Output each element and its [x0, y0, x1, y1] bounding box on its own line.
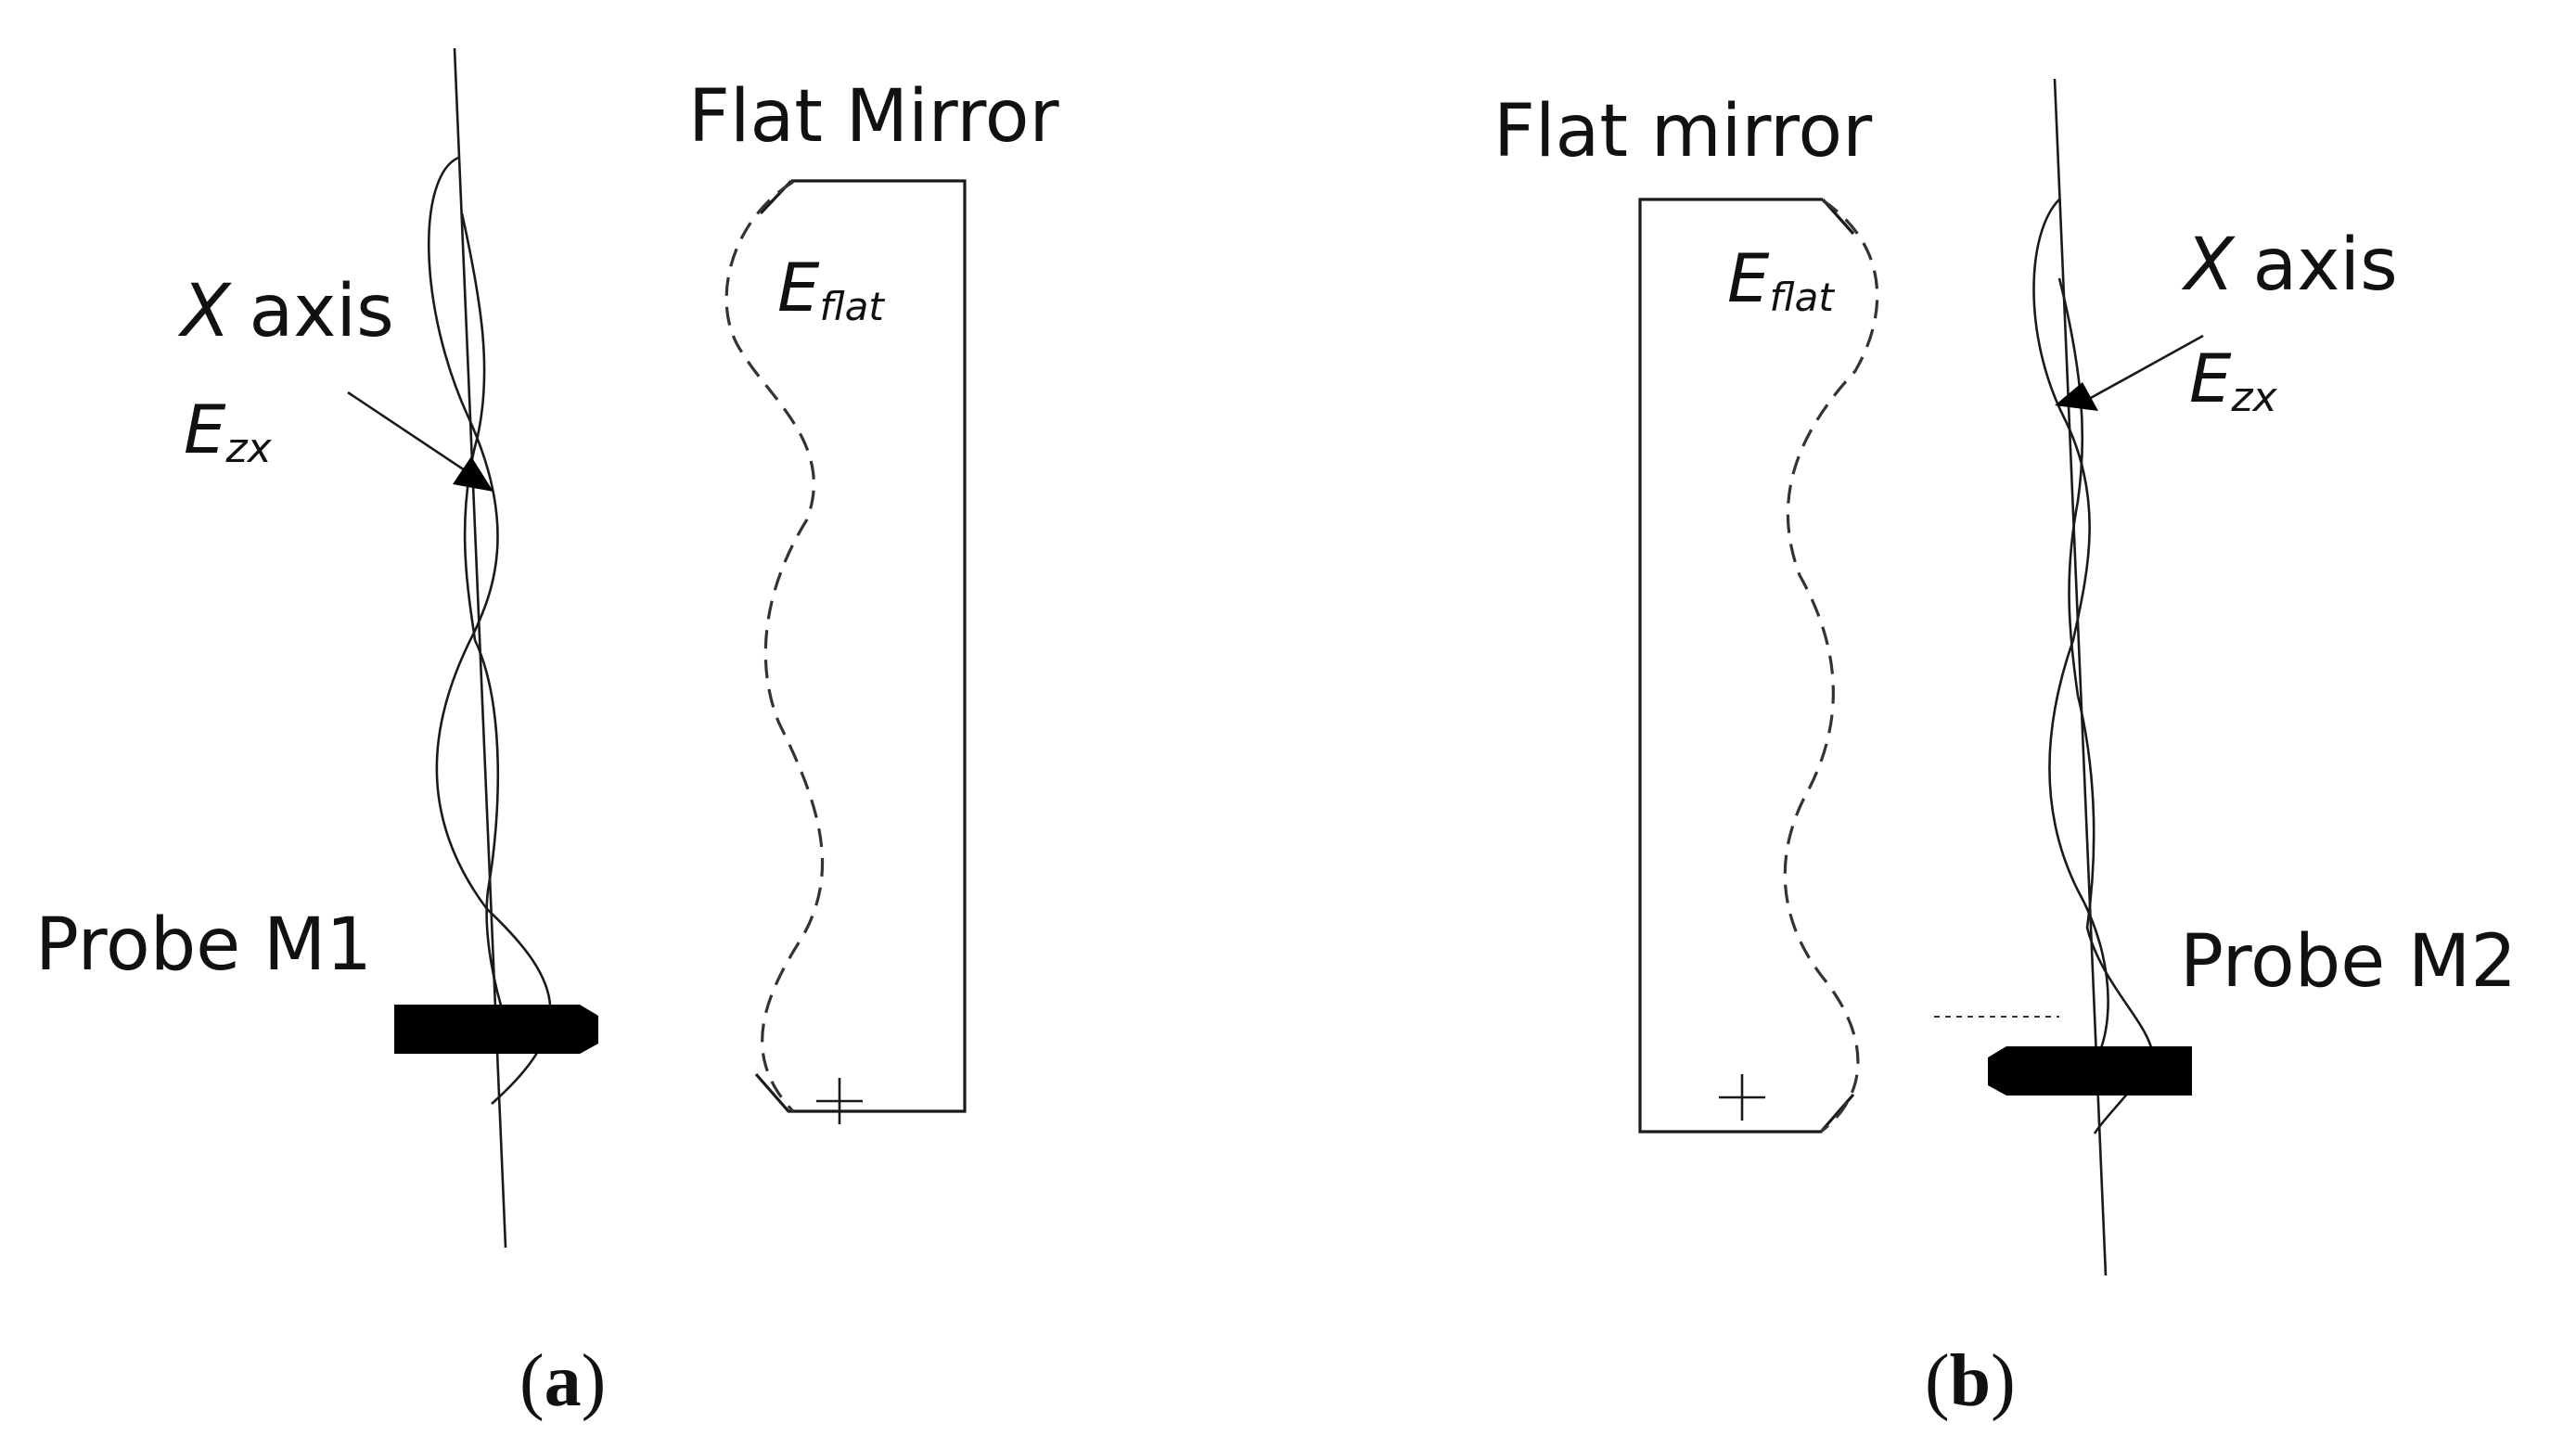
ezx-subscript-a: zx: [225, 425, 273, 472]
mirror-title-a: Flat Mirror: [688, 75, 1059, 159]
caption-b: (b): [1925, 1340, 2016, 1422]
eflat-subscript-a: flat: [820, 284, 886, 329]
ezx-arrowhead-a: [453, 456, 493, 492]
caption-a: (a): [519, 1340, 606, 1422]
caption-b-open: (: [1925, 1340, 1950, 1422]
ezx-pointer-line-a: [347, 391, 474, 478]
x-axis-symbol-a: X: [177, 270, 232, 353]
probe-label-a: Probe M1: [35, 903, 372, 987]
caption-b-letter: b: [1950, 1340, 1992, 1422]
eflat-symbol-a: E: [777, 249, 820, 327]
x-axis-word-b: axis: [2252, 224, 2397, 307]
caption-b-close: ): [1991, 1340, 2016, 1422]
probe-m1-body: [394, 1005, 598, 1054]
ezx-symbol-b: E: [2189, 340, 2232, 417]
ezx-label-a: Ezx: [184, 391, 273, 472]
caption-a-letter: a: [545, 1340, 582, 1422]
ezx-subscript-b: zx: [2231, 374, 2278, 421]
eflat-label-b: Eflat: [1727, 239, 1835, 320]
eflat-label-a: Eflat: [777, 249, 885, 329]
ezx-symbol-a: E: [184, 391, 226, 468]
flat-error-profile-b: [1783, 199, 1879, 1134]
ezx-label-b: Ezx: [2189, 340, 2278, 421]
error-curve-a2: [460, 212, 507, 1021]
caption-a-close: ): [582, 1340, 607, 1422]
x-axis-line-a: [453, 47, 507, 1249]
flat-mirror-b: [1638, 198, 1855, 1134]
eflat-subscript-b: flat: [1770, 275, 1836, 320]
ezx-arrowhead-b: [2055, 382, 2098, 411]
mirror-title-b: Flat mirror: [1493, 90, 1873, 173]
caption-a-open: (: [519, 1340, 545, 1422]
eflat-symbol-b: E: [1727, 239, 1770, 317]
error-curve-b1: [2032, 199, 2109, 1078]
ezx-pointer-line-b: [2088, 334, 2204, 401]
probe-m2-body: [1988, 1046, 2192, 1096]
x-axis-symbol-b: X: [2181, 224, 2236, 307]
x-axis-word-a: axis: [249, 270, 393, 353]
error-curve-a1: [428, 156, 552, 1105]
probe-label-b: Probe M2: [2180, 920, 2517, 1004]
